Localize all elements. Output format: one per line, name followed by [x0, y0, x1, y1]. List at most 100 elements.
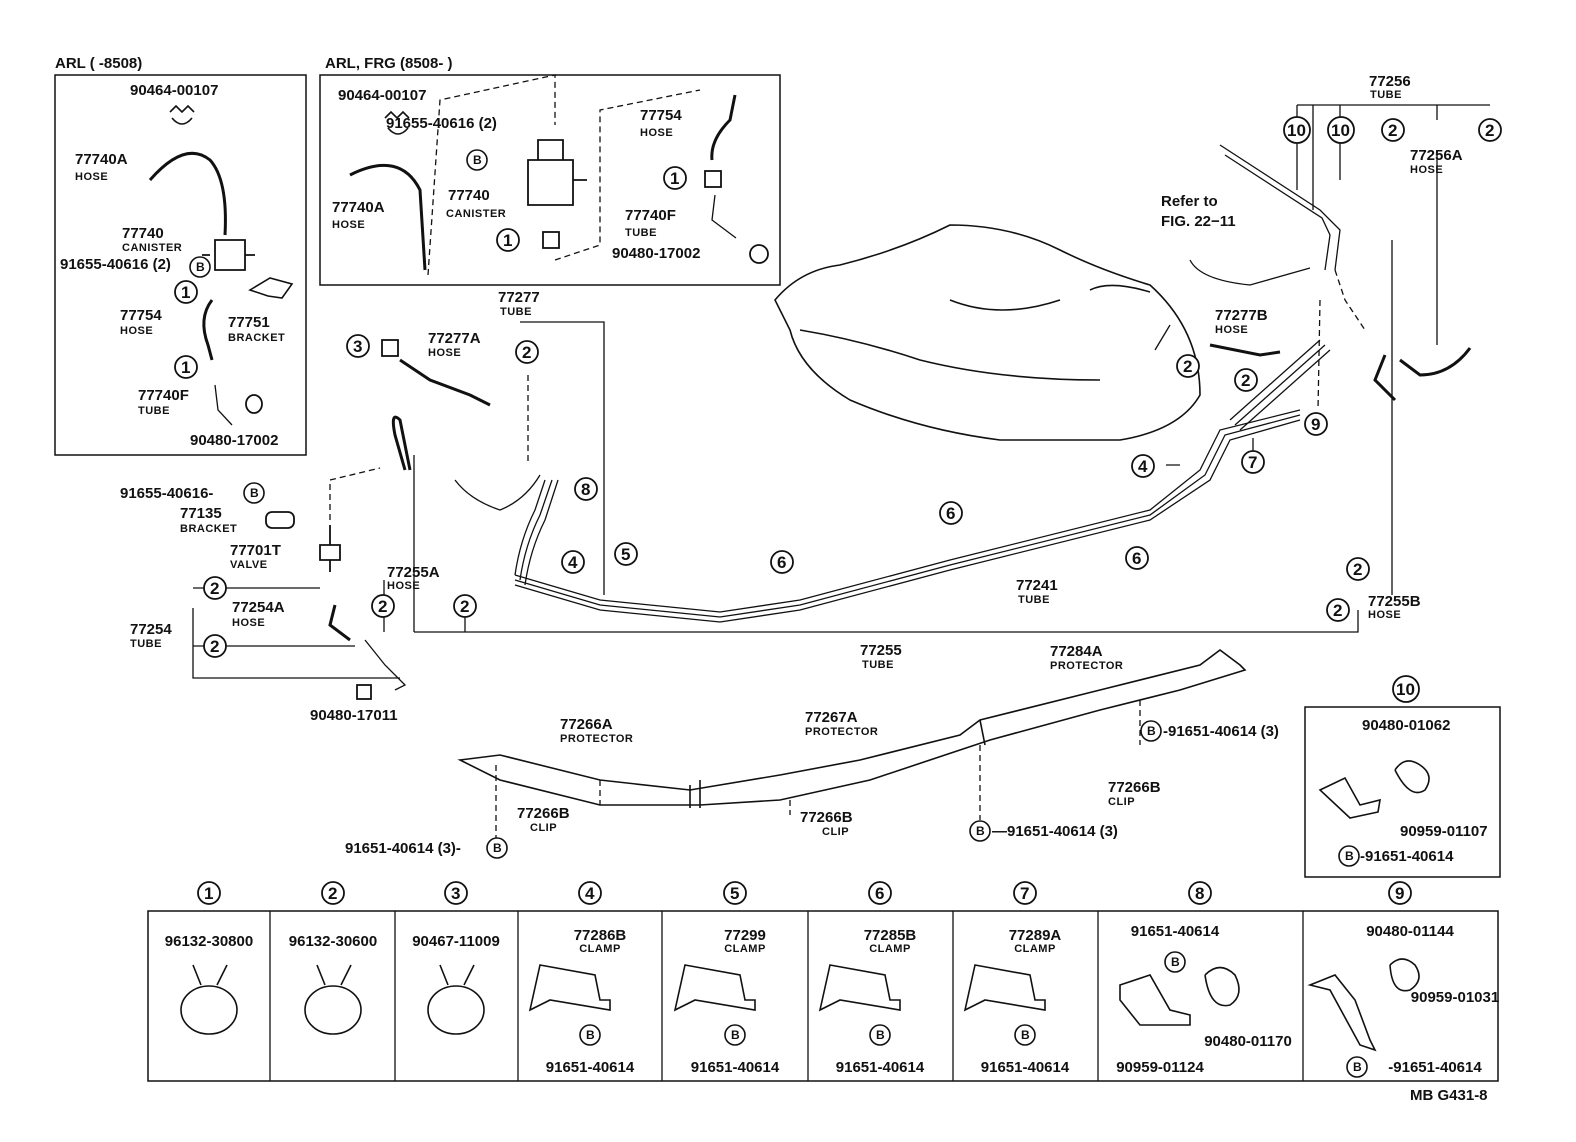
caption-bracket: BRACKET — [180, 523, 237, 535]
callout-2: 2 — [1346, 557, 1370, 581]
legend-callout-1: 1 — [197, 881, 221, 905]
label-90480-17011: 90480-17011 — [310, 707, 398, 724]
label-77277B: 77277B — [1215, 307, 1268, 324]
legend-part-number: 77286B — [574, 927, 627, 944]
svg-text:2: 2 — [328, 884, 337, 903]
legend-callout-5: 5 — [723, 881, 747, 905]
inset-arl-early: ARL ( -8508) 90464-00107 77740A HOSE 777… — [54, 55, 307, 456]
caption-hose: HOSE — [232, 617, 265, 629]
tube-77254-shape — [364, 639, 407, 691]
legend-part-number: 96132-30800 — [165, 933, 253, 950]
bolt-b-icon: B — [724, 1024, 746, 1046]
caption-hose: HOSE — [1368, 609, 1401, 621]
hose-77254A-shape — [328, 604, 351, 642]
callout-2: 2 — [1381, 118, 1405, 142]
bolt-b-icon: B — [869, 1024, 891, 1046]
legend-bolt-number: 91651-40614 — [836, 1059, 925, 1076]
label-77740: 77740 — [448, 187, 490, 204]
leader-lines — [192, 104, 1490, 679]
hose-77277B-shape — [1209, 343, 1281, 357]
svg-text:6: 6 — [777, 553, 786, 572]
tube-bundle — [514, 144, 1341, 623]
caption-tube: TUBE — [1018, 594, 1050, 606]
callout-2: 2 — [1326, 598, 1350, 622]
bolt-b-icon: B — [579, 1024, 601, 1046]
label-77254A: 77254A — [232, 599, 285, 616]
legend-part-number: 90959-01124 — [1116, 1059, 1204, 1076]
legend-part-number: 96132-30600 — [289, 933, 377, 950]
legend-part-number: 77299 — [724, 927, 766, 944]
callout-7: 7 — [1241, 450, 1265, 474]
svg-text:1: 1 — [670, 169, 679, 188]
caption-clip: CLIP — [530, 822, 557, 834]
label-77254: 77254 — [130, 621, 172, 638]
callout-2: 2 — [1234, 368, 1258, 392]
caption-clip: CLIP — [822, 826, 849, 838]
legend-bolt-number: -91651-40614 — [1388, 1059, 1482, 1076]
hose-77754-shape — [202, 299, 214, 361]
legend-bolt-number: 91651-40614 — [691, 1059, 780, 1076]
cap-icon — [245, 394, 263, 414]
label-77266B: 77266B — [800, 809, 853, 826]
band-clamp-icon — [180, 964, 238, 1035]
svg-text:2: 2 — [1353, 560, 1362, 579]
cap-icon — [749, 244, 769, 264]
callout-2: 2 — [1176, 354, 1200, 378]
callout-9: 9 — [1304, 412, 1328, 436]
label-91655-40616: 91655-40616- — [120, 485, 213, 502]
bracket-icon — [248, 277, 294, 299]
callout-1: 1 — [174, 355, 198, 379]
svg-text:4: 4 — [1138, 457, 1148, 476]
hose-77256A-shape — [1399, 347, 1472, 377]
svg-text:B: B — [1021, 1028, 1030, 1042]
legend-callout-3: 3 — [444, 881, 468, 905]
legend-caption-clamp: CLAMP — [579, 943, 621, 955]
legend-callout-8: 8 — [1188, 881, 1212, 905]
callout-8: 8 — [574, 477, 598, 501]
label-77740A: 77740A — [332, 199, 385, 216]
svg-text:5: 5 — [730, 884, 739, 903]
svg-text:2: 2 — [378, 597, 387, 616]
caption-canister: CANISTER — [446, 208, 506, 220]
clamp-icon — [381, 339, 399, 357]
callout-6: 6 — [1125, 546, 1149, 570]
label-77256A: 77256A — [1410, 147, 1463, 164]
clamp-icon — [963, 964, 1046, 1012]
legend-part-number: 77289A — [1009, 927, 1062, 944]
svg-text:9: 9 — [1395, 884, 1404, 903]
cap-icon — [356, 684, 372, 700]
label-90959-01107: 90959-01107 — [1400, 823, 1488, 840]
caption-hose: HOSE — [332, 219, 365, 231]
label-77701T: 77701T — [230, 542, 281, 559]
legend-callout-9: 9 — [1388, 881, 1412, 905]
refer-hose-shape — [1189, 259, 1311, 286]
svg-text:B: B — [250, 486, 259, 500]
svg-text:B: B — [1171, 955, 1180, 969]
callout-2: 2 — [515, 340, 539, 364]
caption-tube: TUBE — [500, 306, 532, 318]
svg-text:B: B — [196, 260, 205, 274]
caption-protector: PROTECTOR — [1050, 660, 1123, 672]
caption-tube: TUBE — [138, 405, 170, 417]
svg-text:1: 1 — [181, 358, 190, 377]
legend-part-number: 90959-01031 — [1411, 989, 1499, 1006]
legend-caption-clamp: CLAMP — [869, 943, 911, 955]
legend-part-number: 90480-01144 — [1366, 923, 1454, 940]
svg-text:8: 8 — [581, 480, 590, 499]
label-77255B: 77255B — [1368, 593, 1421, 610]
legend-bolt-number: 91651-40614 — [546, 1059, 635, 1076]
label-77740F: 77740F — [625, 207, 676, 224]
svg-text:B: B — [1353, 1060, 1362, 1074]
callout-5: 5 — [614, 542, 638, 566]
bolt-b-icon: B — [1014, 1024, 1036, 1046]
callout-2: 2 — [371, 594, 395, 618]
svg-text:4: 4 — [585, 884, 595, 903]
svg-text:2: 2 — [460, 597, 469, 616]
label-90464-00107: 90464-00107 — [338, 87, 426, 104]
caption-valve: VALVE — [230, 559, 268, 571]
svg-text:B: B — [876, 1028, 885, 1042]
tube-77740F-shape — [711, 194, 737, 239]
bracket-77135-icon — [265, 511, 295, 529]
label-77754: 77754 — [120, 307, 162, 324]
